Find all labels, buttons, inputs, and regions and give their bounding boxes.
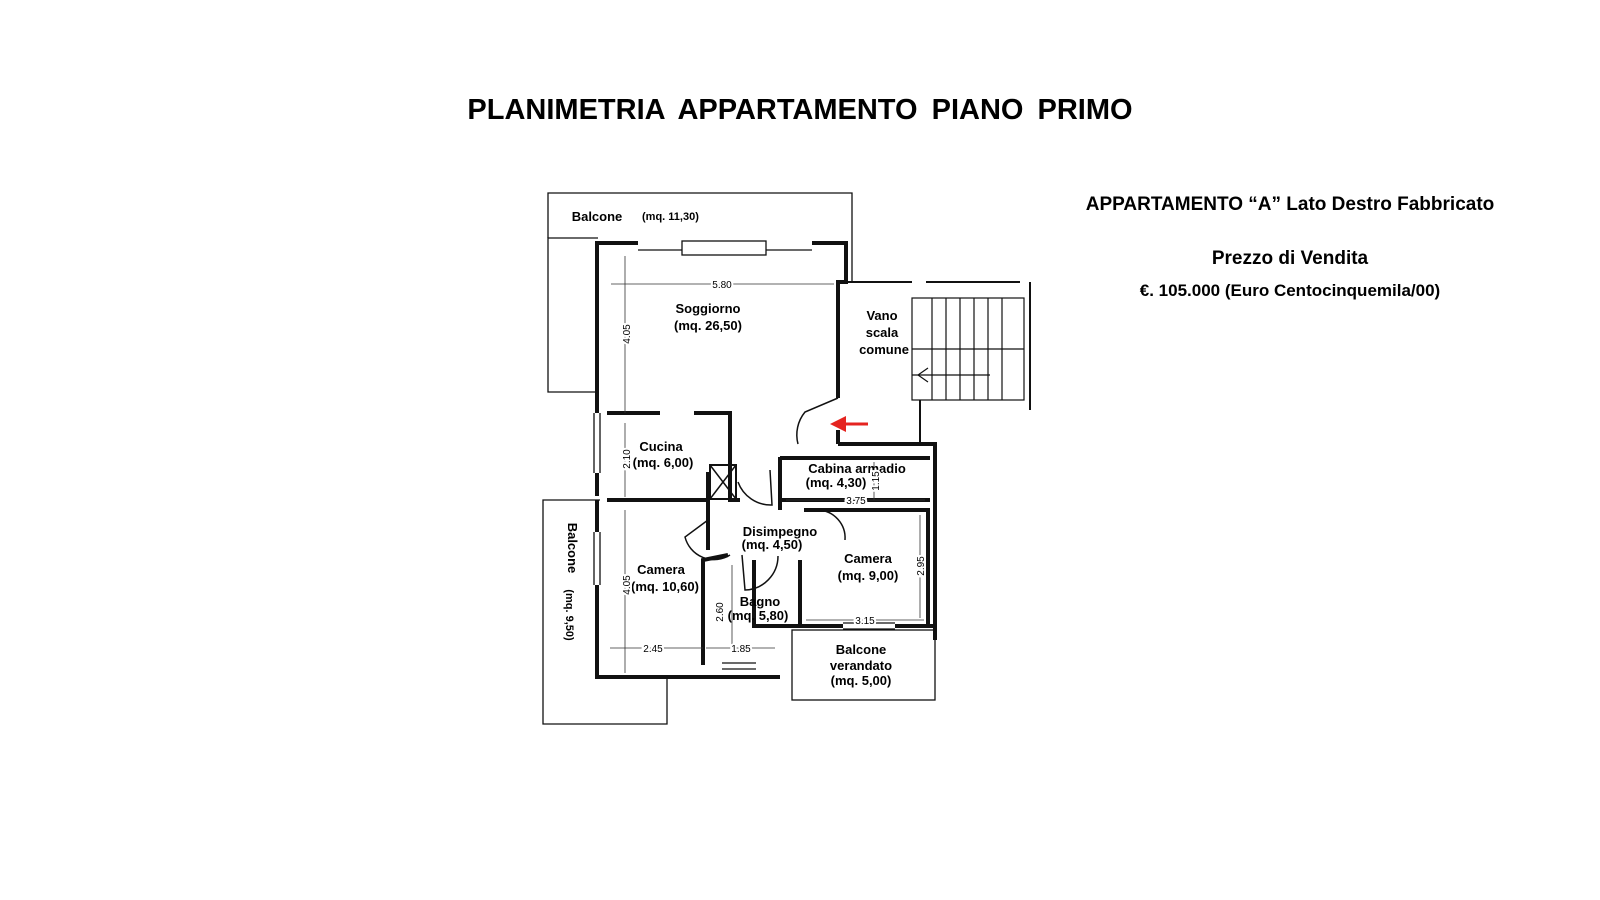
doors: [684, 397, 846, 591]
bagno-area: (mq. 5,80): [728, 608, 789, 623]
vano-scala-line3: comune: [859, 342, 909, 357]
balcony-outlines: [542, 192, 936, 725]
dim-cabina-depth: 1.15: [871, 471, 882, 491]
balcone-verandato-line2: verandato: [830, 658, 892, 673]
page-title: PLANIMETRIA APPARTAMENTO PIANO PRIMO: [467, 94, 1133, 126]
walls: [595, 241, 1020, 679]
soggiorno-name: Soggiorno: [676, 301, 741, 316]
balcone-verandato-line1: Balcone: [836, 642, 887, 657]
balcone-verandato-line3: (mq. 5,00): [831, 673, 892, 688]
vano-scala-line2: scala: [866, 325, 899, 340]
cabina-area: (mq. 4,30): [806, 475, 867, 490]
dim-camera-right-width: 3.15: [855, 616, 875, 627]
dim-cabina-width: 3.75: [846, 496, 866, 507]
cucina-area: (mq. 6,00): [633, 455, 694, 470]
balcone-top-name: Balcone: [572, 209, 623, 224]
apartment-label: APPARTAMENTO “A” Lato Destro Fabbricato: [1085, 194, 1495, 215]
dim-camera-left-width: 2.45: [643, 644, 663, 655]
entrance-arrow: [830, 416, 868, 432]
dim-bagno-width: 1.85: [731, 644, 751, 655]
dim-camera-right-depth: 2.95: [916, 556, 927, 576]
dim-soggiorno-depth: 4.05: [622, 324, 633, 344]
cucina-name: Cucina: [639, 439, 683, 454]
camera-left-area: (mq. 10,60): [631, 579, 699, 594]
balcone-left-name: Balcone: [565, 523, 580, 574]
disimpegno-name: Disimpegno: [743, 524, 817, 539]
dimension-lines: [610, 256, 925, 673]
camera-right-name: Camera: [844, 551, 892, 566]
windows: [593, 240, 895, 670]
cabina-name: Cabina armadio: [808, 461, 906, 476]
bagno-name: Bagno: [740, 594, 781, 609]
vano-scala-line1: Vano: [866, 308, 897, 323]
dim-camera-left-depth: 4.05: [622, 575, 633, 595]
price-value: €. 105.000 (Euro Centocinquemila/00): [1139, 281, 1441, 300]
disimpegno-area: (mq. 4,50): [742, 537, 803, 552]
camera-right-area: (mq. 9,00): [838, 568, 899, 583]
dim-bagno-depth: 2.60: [715, 602, 726, 622]
camera-left-name: Camera: [637, 562, 685, 577]
balcone-left-area: (mq. 9,50): [563, 589, 575, 641]
price-heading: Prezzo di Vendita: [1211, 248, 1369, 269]
balcone-top-area: (mq. 11,30): [642, 211, 699, 223]
soggiorno-area: (mq. 26,50): [674, 318, 742, 333]
dim-cucina-depth: 2.10: [622, 449, 633, 469]
stair-steps: [911, 282, 1031, 410]
dim-soggiorno-width: 5.80: [712, 280, 732, 291]
